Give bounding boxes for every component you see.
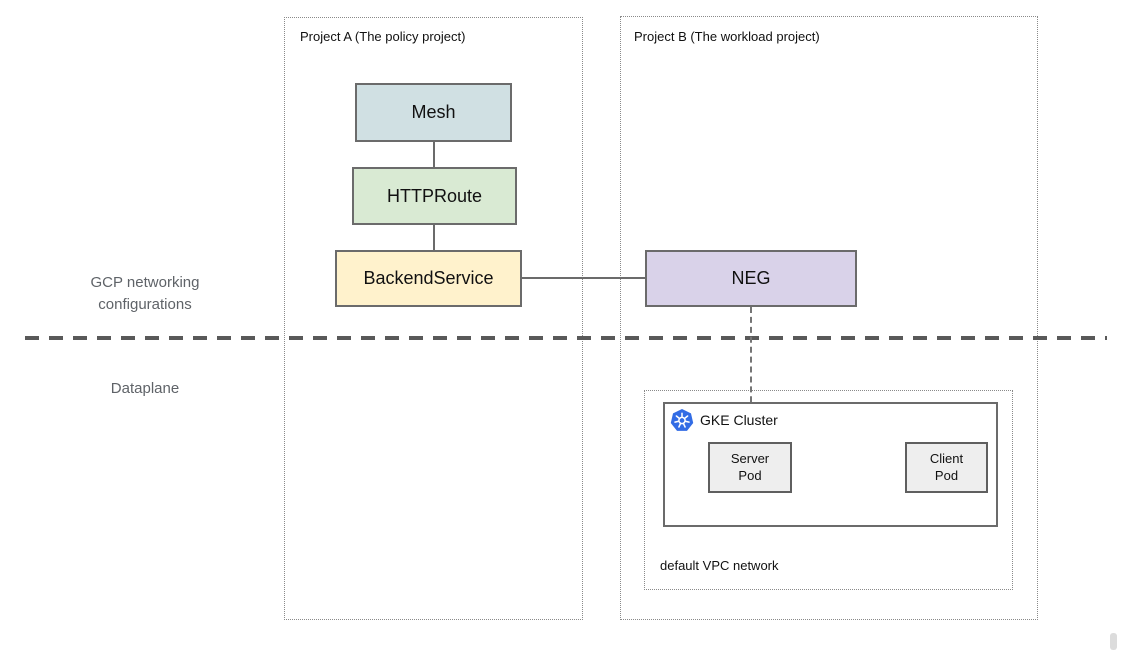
neg-node-label: NEG <box>731 268 771 288</box>
project-a-boundary <box>284 17 583 620</box>
connector-backendservice-neg <box>522 277 645 279</box>
server-pod-label: Server Pod <box>730 451 770 483</box>
project-a-label: Project A (The policy project) <box>300 29 466 44</box>
server-pod-node: Server Pod <box>708 442 792 493</box>
scrollbar-fragment[interactable] <box>1110 633 1117 650</box>
gke-cluster-label: GKE Cluster <box>700 412 778 428</box>
client-pod-label: Client Pod <box>929 451 964 483</box>
connector-neg-serverpod-dashed <box>750 307 752 442</box>
dataplane-label: Dataplane <box>110 380 180 397</box>
project-b-boundary <box>620 16 1038 620</box>
connector-httproute-backendservice <box>433 225 435 250</box>
mesh-node: Mesh <box>355 83 512 142</box>
mesh-node-label: Mesh <box>411 102 456 122</box>
connector-mesh-httproute <box>433 142 435 167</box>
backendservice-node: BackendService <box>335 250 522 307</box>
neg-node: NEG <box>645 250 857 307</box>
vpc-network-boundary <box>644 390 1013 590</box>
project-b-label: Project B (The workload project) <box>634 29 820 44</box>
vpc-network-label: default VPC network <box>660 558 779 573</box>
gcp-networking-configurations-label: GCP networking configurations <box>90 274 200 313</box>
gke-cluster-header: GKE Cluster <box>670 408 778 432</box>
gke-cluster-box: GKE Cluster Server Pod Client Pod <box>663 402 998 527</box>
httproute-node-label: HTTPRoute <box>386 185 483 206</box>
client-pod-node: Client Pod <box>905 442 988 493</box>
httproute-node: HTTPRoute <box>352 167 517 225</box>
kubernetes-icon <box>670 408 694 432</box>
backendservice-node-label: BackendService <box>363 268 494 288</box>
config-dataplane-separator-line <box>25 336 1107 340</box>
